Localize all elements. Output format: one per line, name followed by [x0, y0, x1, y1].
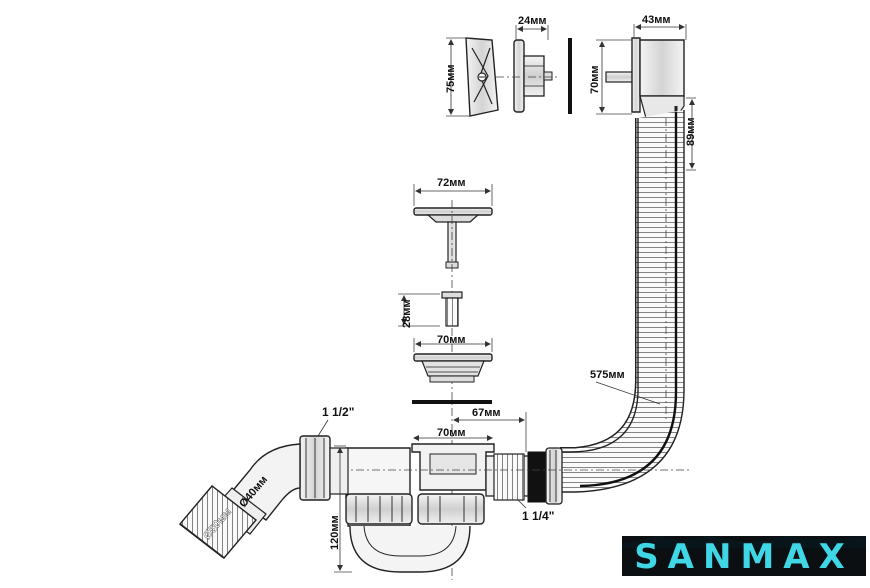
label-70v: 70мм — [589, 65, 601, 94]
hose-band — [559, 110, 685, 493]
logo-text: SANMAX — [634, 537, 854, 577]
overflow-gasket — [568, 38, 572, 114]
logo-svg: SANMAX — [622, 536, 866, 577]
dim-67: 67мм — [453, 407, 527, 452]
stopper-plug — [413, 207, 493, 269]
thread-1-1-2: 1 1/2" — [317, 405, 354, 437]
trap-nut-left — [345, 493, 413, 525]
drain-gasket — [412, 400, 492, 404]
outlet-elbow — [178, 443, 301, 559]
dim-89: 89мм — [685, 97, 697, 171]
dim-75: 75мм — [445, 37, 470, 117]
label-72: 72мм — [437, 177, 466, 189]
label-67: 67мм — [472, 407, 501, 419]
label-24: 24мм — [518, 15, 547, 27]
siphon-body — [299, 435, 690, 573]
label-28: 28мм — [401, 299, 413, 328]
dim-575: 575мм — [590, 369, 661, 405]
label-70h: 70мм — [437, 334, 466, 346]
label-575: 575мм — [590, 369, 625, 381]
label-120: 120мм — [329, 515, 341, 550]
overflow-body — [605, 37, 685, 140]
label-89: 89мм — [685, 117, 697, 146]
label-43: 43мм — [642, 14, 671, 26]
dim-43: 43мм — [633, 14, 687, 40]
label-70b: 70мм — [437, 427, 466, 439]
dim-72: 72мм — [413, 177, 493, 206]
thread-1-1-4: 1 1/4" — [517, 499, 554, 523]
drain-grate — [413, 353, 493, 383]
overflow-cover — [465, 37, 499, 117]
overflow-flange — [496, 39, 560, 113]
sanmax-logo: SANMAX — [618, 532, 868, 580]
screw — [441, 291, 463, 327]
dim-28: 28мм — [398, 293, 440, 328]
dim-70-vertical: 70мм — [589, 39, 632, 115]
label-thread-112: 1 1/2" — [322, 405, 354, 419]
label-thread-114: 1 1/4" — [522, 509, 554, 523]
dim-120: 120мм — [329, 445, 352, 573]
label-75: 75мм — [445, 64, 457, 93]
dim-70-bottom: 70мм — [413, 427, 493, 441]
trap-nut-right — [417, 493, 485, 525]
dim-70-horizontal: 70мм — [413, 334, 493, 352]
dim-24: 24мм — [515, 15, 549, 40]
